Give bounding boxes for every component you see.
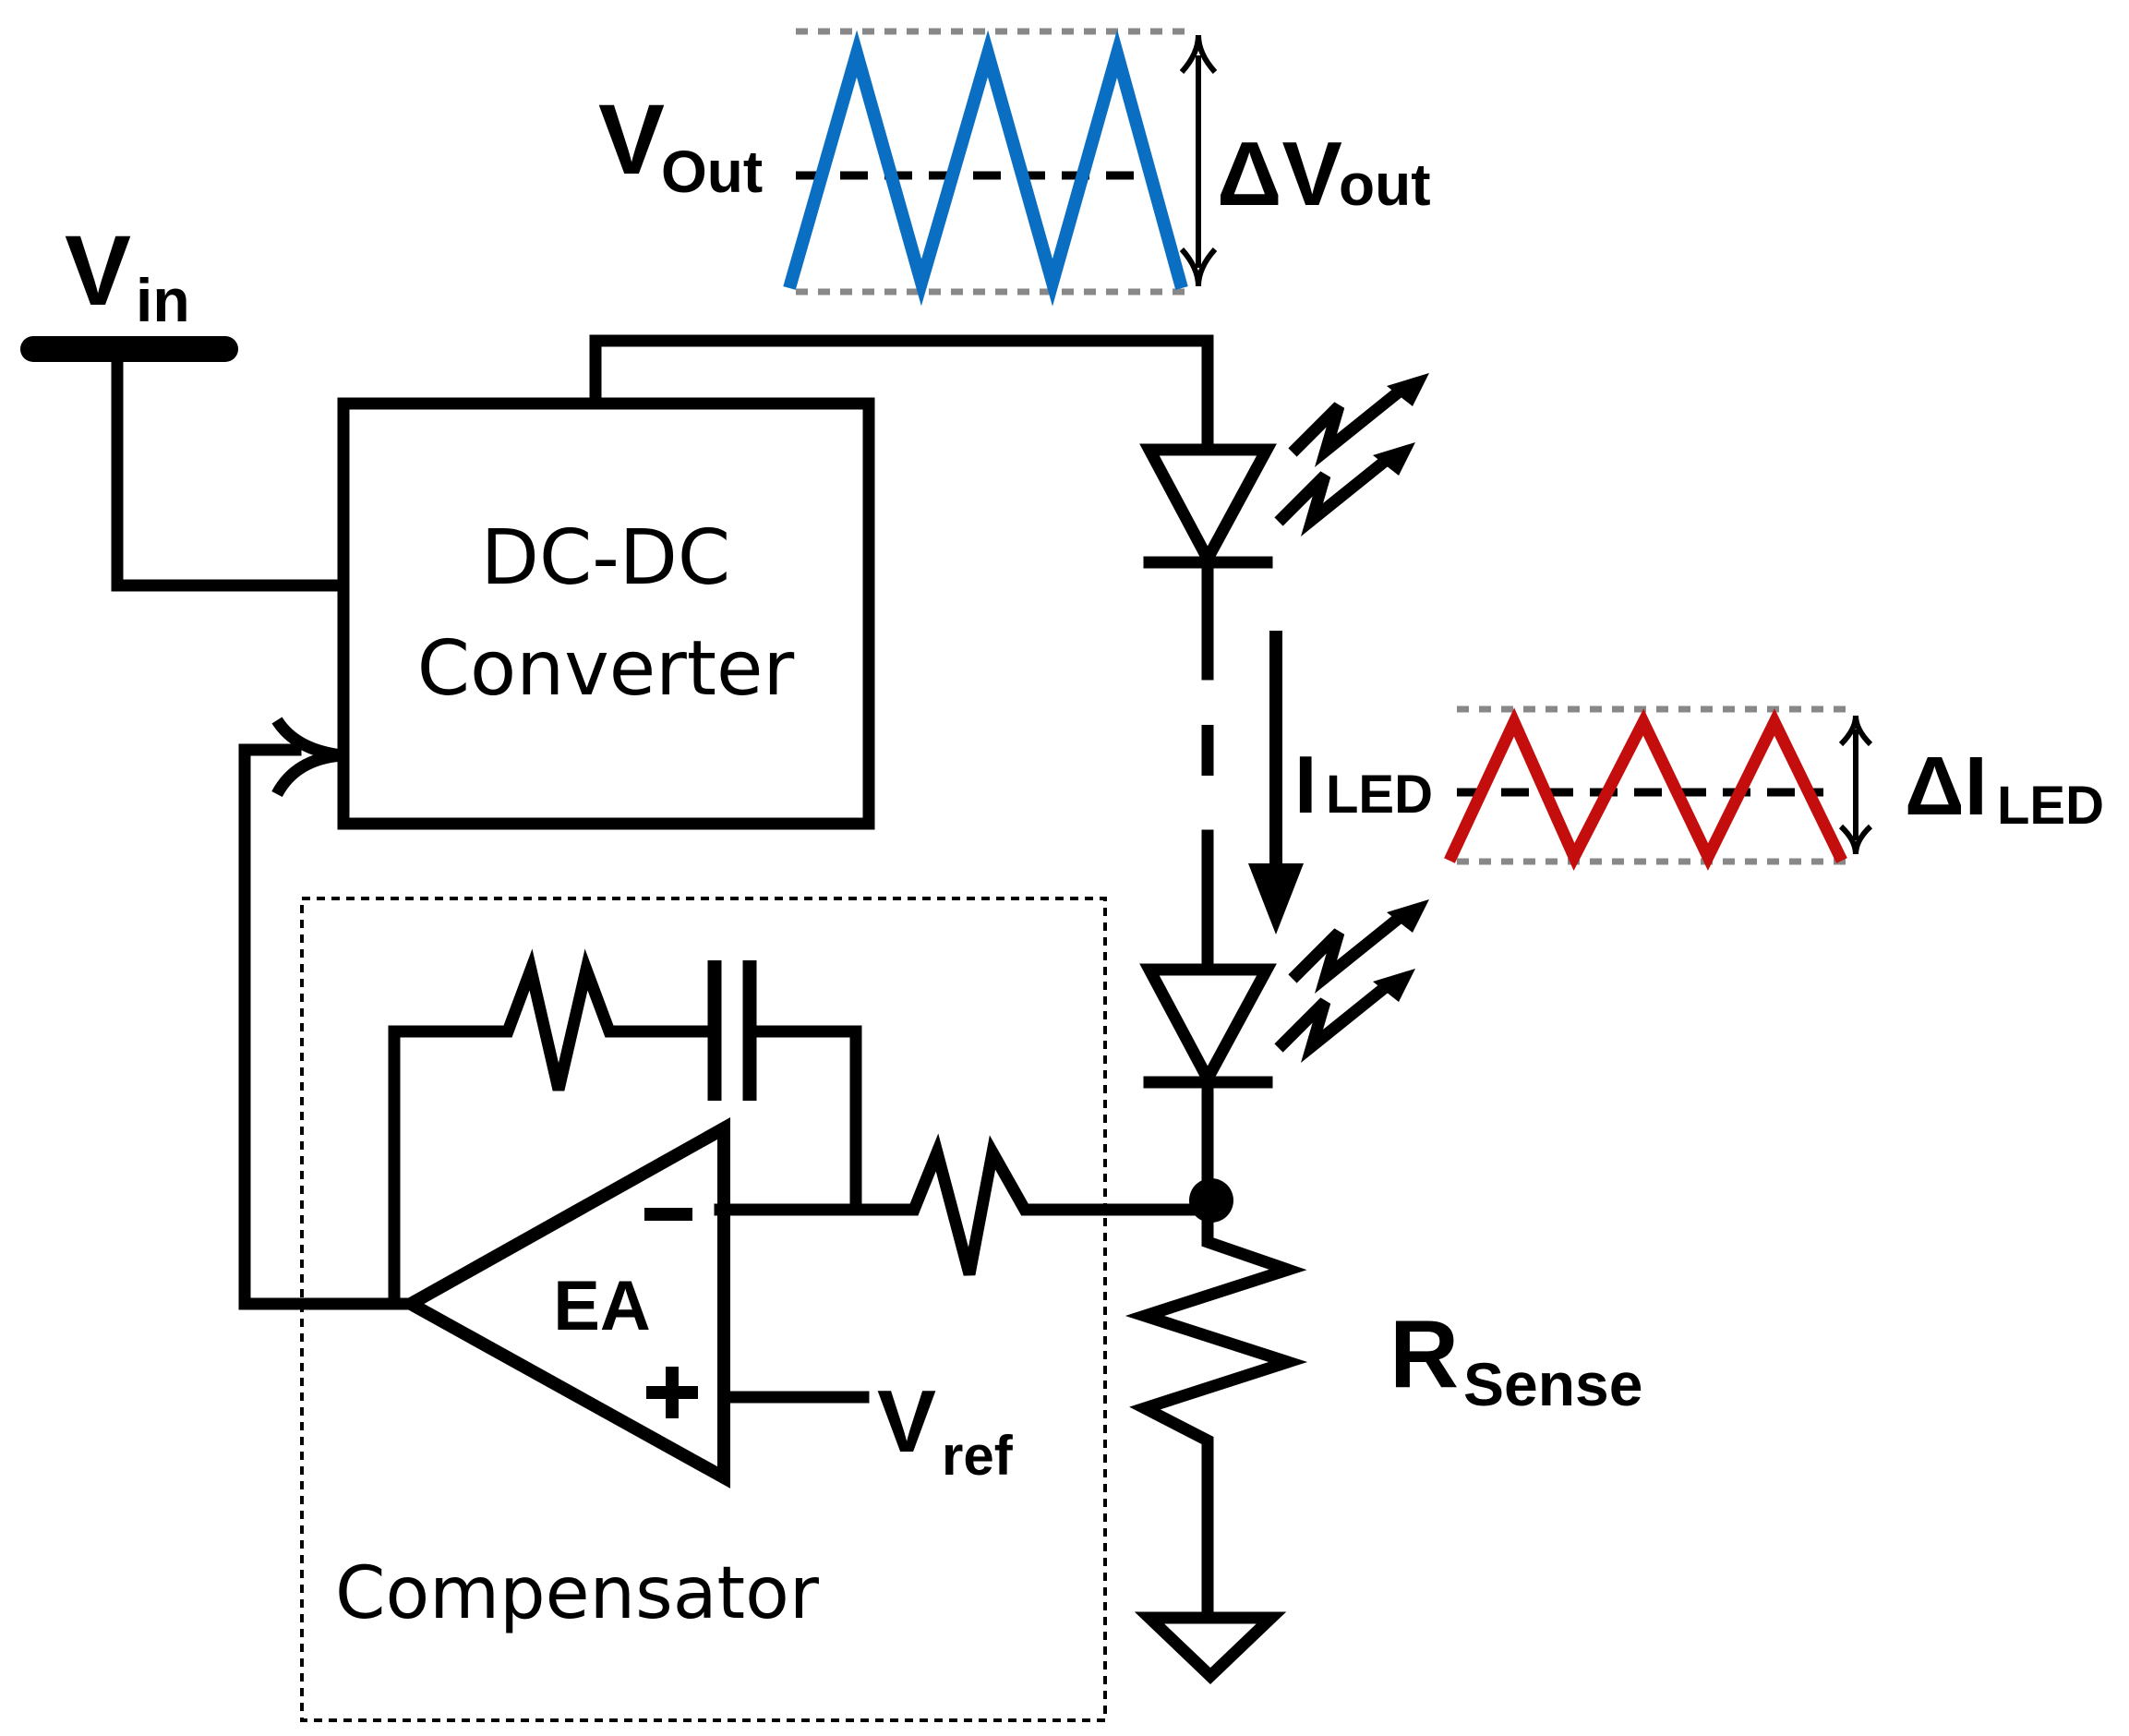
light-emission-arrows-icon <box>1274 373 1429 537</box>
iled-subscript: LED <box>1326 765 1433 825</box>
double-arrow-icon <box>1179 34 1218 287</box>
ground-icon <box>1134 1611 1287 1684</box>
converter-label-line2: Converter <box>417 625 795 713</box>
delta-iled-subscript: LED <box>1997 776 2104 836</box>
led-diode-icon <box>1139 443 1277 572</box>
vref-subscript: ref <box>942 1425 1014 1487</box>
vin-label: V <box>65 214 131 326</box>
rsense-resistor <box>1125 1194 1308 1618</box>
vref-label: V <box>877 1372 936 1471</box>
current-arrow-icon <box>1248 631 1304 934</box>
delta-vout-subscript: out <box>1339 151 1431 218</box>
output-wire <box>589 334 1214 456</box>
iled-ripple-waveform <box>1444 705 1873 872</box>
dc-dc-converter-block <box>337 397 875 830</box>
feedback-wire <box>751 1025 862 1216</box>
rsense-label: R <box>1389 1301 1459 1408</box>
compensator-label: Compensator <box>335 1552 820 1635</box>
vout-label: V <box>598 83 665 195</box>
input-resistor-icon <box>852 1133 1196 1276</box>
iled-label: I <box>1294 739 1317 830</box>
led-diode-icon <box>1139 963 1277 1091</box>
arrow-right-icon <box>271 717 348 798</box>
non-inverting-input-sign <box>646 1367 698 1418</box>
delta-vout-label: ΔV <box>1217 123 1342 224</box>
opamp-icon <box>397 1117 730 1489</box>
vout-subscript: Out <box>661 139 763 205</box>
light-emission-arrows-icon <box>1274 899 1429 1064</box>
control-feedback-wire <box>238 743 417 1310</box>
vin-subscript: in <box>136 266 190 334</box>
vout-ripple-waveform <box>783 28 1218 307</box>
converter-label-line1: DC-DC <box>481 514 730 602</box>
feedback-resistor-icon <box>388 948 721 1304</box>
ea-label: EA <box>553 1267 651 1345</box>
led-1 <box>1139 373 1429 572</box>
double-arrow-icon <box>1838 715 1873 855</box>
resistor-icon <box>1125 1194 1308 1618</box>
vin-rail <box>20 336 350 592</box>
feedback-network <box>388 948 862 1304</box>
delta-iled-label: ΔI <box>1905 741 1988 833</box>
led-2 <box>1139 899 1429 1091</box>
rsense-subscript: Sense <box>1463 1350 1642 1418</box>
